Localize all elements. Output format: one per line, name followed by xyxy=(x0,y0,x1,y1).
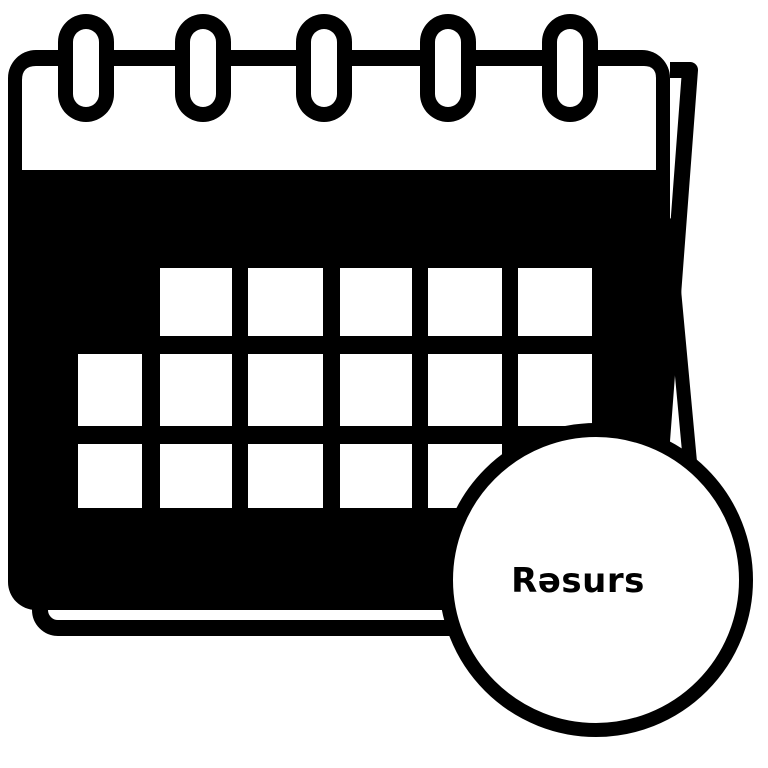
date-cell xyxy=(518,354,592,426)
date-cell xyxy=(160,354,232,426)
date-cell xyxy=(340,268,412,336)
calendar-rings xyxy=(58,14,598,122)
date-cell xyxy=(428,354,502,426)
date-cell xyxy=(160,268,232,336)
calendar-ring xyxy=(557,29,583,107)
date-cell xyxy=(340,354,412,426)
date-cell xyxy=(340,444,412,508)
date-cell xyxy=(78,354,142,426)
date-cell xyxy=(78,444,142,508)
calendar-ring xyxy=(190,29,216,107)
badge-circle xyxy=(439,423,753,737)
date-cell xyxy=(248,354,323,426)
date-cell xyxy=(428,268,502,336)
calendar-date-grid xyxy=(78,268,592,508)
calendar-ring xyxy=(73,29,99,107)
date-cell xyxy=(248,268,323,336)
date-cell xyxy=(248,444,323,508)
date-cell xyxy=(518,268,592,336)
calendar-ring xyxy=(435,29,461,107)
calendar-back-stand xyxy=(661,218,697,469)
date-cell xyxy=(160,444,232,508)
badge-label: Rəsurs xyxy=(511,561,645,601)
calendar-ring xyxy=(311,29,337,107)
